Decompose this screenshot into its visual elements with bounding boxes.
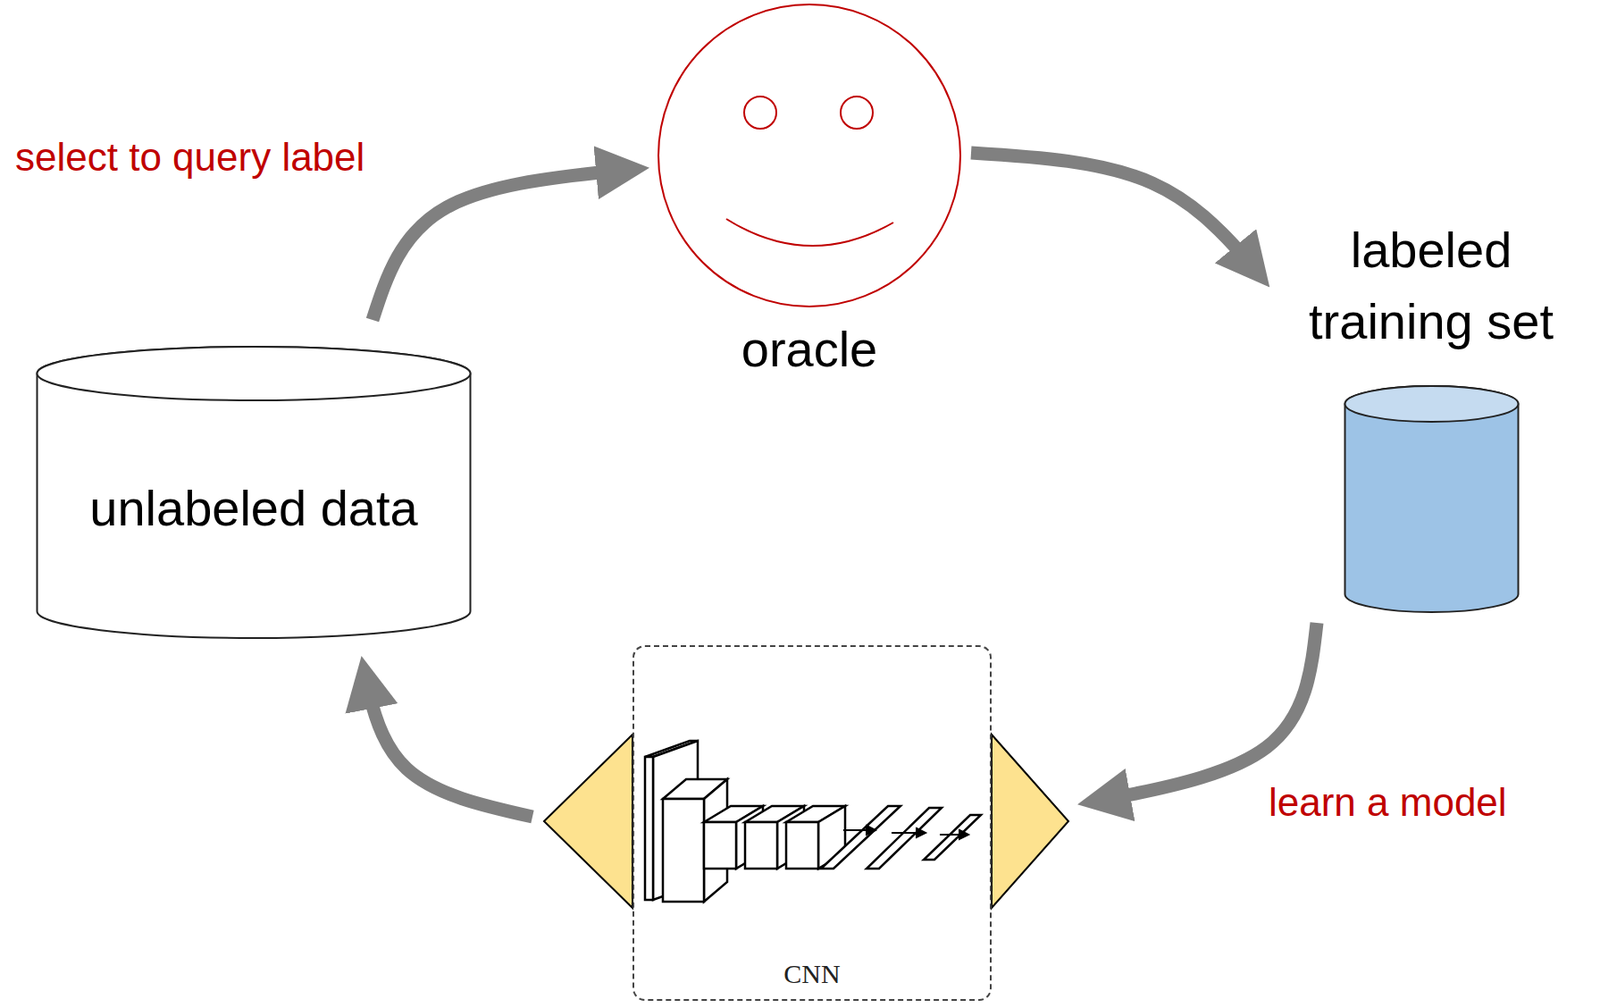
face-outline xyxy=(656,2,963,309)
oracle-face: oracle xyxy=(656,2,963,379)
node-label: oracle xyxy=(656,318,963,379)
flow-arrow xyxy=(361,657,533,817)
step-label: select to query label xyxy=(15,134,365,182)
node-label: labeled training set xyxy=(1283,214,1579,358)
training-set-cylinder: labeled training set xyxy=(1279,214,1584,612)
flow-arrow xyxy=(1079,622,1317,805)
flow-arrow xyxy=(372,167,648,320)
step-label: learn a model xyxy=(1268,779,1508,827)
node-label: CNN xyxy=(783,957,840,990)
cylinder-outline xyxy=(1343,385,1520,612)
network-layers xyxy=(645,740,981,902)
cnn-box: CNN xyxy=(632,645,992,1001)
input-diamond xyxy=(544,734,1069,908)
node-label: unlabeled data xyxy=(75,477,432,538)
unlabeled-data-cylinder: unlabeled data xyxy=(35,346,472,638)
flow-arrow xyxy=(971,152,1269,286)
